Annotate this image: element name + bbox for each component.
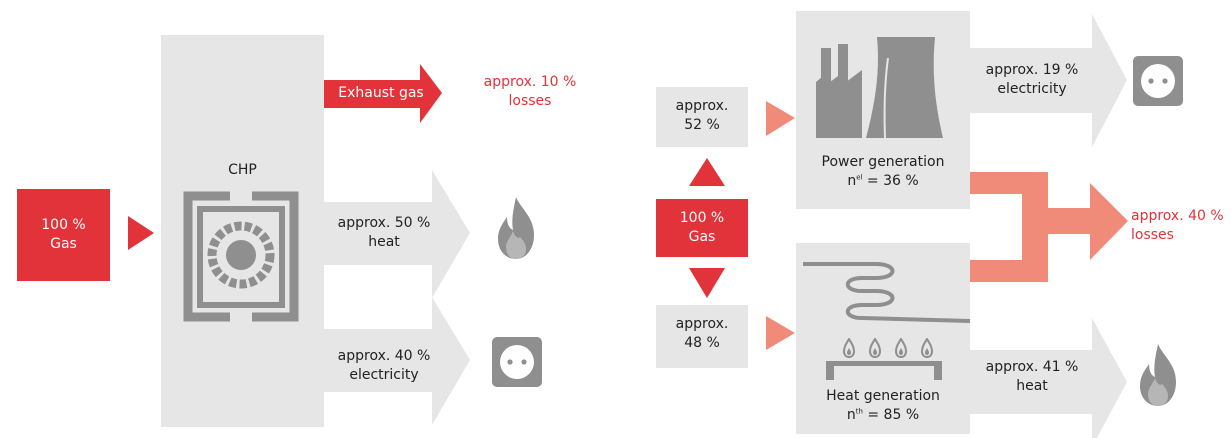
gas-input-right-value: 100 % xyxy=(679,210,725,226)
right-losses-value: approx. 40 % xyxy=(1131,208,1224,224)
socket-icon xyxy=(492,337,542,387)
power-plant-icon xyxy=(816,37,943,139)
left-heat-label: approx. 50 % heat xyxy=(324,214,444,252)
heat-share-box xyxy=(656,305,748,368)
losses-arrow xyxy=(970,172,1128,282)
left-heat-unit: heat xyxy=(368,234,400,250)
gas-input-right-unit: Gas xyxy=(688,229,716,245)
left-heat-value: approx. 50 % xyxy=(337,215,431,231)
heat-share-value: 48 % xyxy=(684,335,720,351)
left-losses-unit: losses xyxy=(508,93,552,109)
heat-generation-title: Heat generation xyxy=(826,388,940,404)
heat-generation-efficiency: nth = 85 % xyxy=(846,407,920,423)
left-losses-label: approx. 10 % losses xyxy=(470,73,590,111)
power-input-arrow xyxy=(766,101,795,136)
heat-generation-label: Heat generation nth = 85 % xyxy=(796,387,970,425)
gas-input-arrow xyxy=(128,216,154,250)
power-share-prefix: approx. xyxy=(675,98,729,114)
right-heat-value: approx. 41 % xyxy=(985,359,1079,375)
flame-icon xyxy=(498,197,534,259)
right-electricity-value: approx. 19 % xyxy=(985,62,1079,78)
power-share-box xyxy=(656,87,748,147)
right-electricity-unit: electricity xyxy=(997,81,1067,97)
heat-exchanger-icon xyxy=(803,262,971,380)
heat-arrow-right xyxy=(970,318,1127,438)
power-share-label: approx. 52 % xyxy=(656,97,748,135)
socket-icon-right xyxy=(1133,56,1183,106)
electricity-arrow-right xyxy=(970,14,1127,147)
down-triangle xyxy=(689,268,725,298)
heat-share-label: approx. 48 % xyxy=(656,315,748,353)
left-electricity-unit: electricity xyxy=(349,367,419,383)
heat-input-arrow xyxy=(766,316,795,350)
right-losses-label: approx. 40 % losses xyxy=(1131,207,1231,245)
flame-icon-right xyxy=(1140,344,1176,406)
electricity-arrow xyxy=(324,297,470,425)
gas-input-label: 100 % Gas xyxy=(17,216,110,254)
exhaust-arrow xyxy=(324,64,442,123)
gas-input-label-right: 100 % Gas xyxy=(656,209,748,247)
power-share-value: 52 % xyxy=(684,117,720,133)
power-generation-label: Power generation nel = 36 % xyxy=(796,153,970,191)
gas-input-unit: Gas xyxy=(50,236,77,252)
heat-arrow xyxy=(324,170,470,298)
right-electricity-label: approx. 19 % electricity xyxy=(972,61,1092,99)
chp-label: CHP xyxy=(228,162,257,178)
chp-engine-icon xyxy=(183,191,299,322)
exhaust-label: Exhaust gas xyxy=(338,85,424,101)
left-losses-value: approx. 10 % xyxy=(483,74,577,90)
gas-input-box-right xyxy=(656,199,748,257)
left-electricity-value: approx. 40 % xyxy=(337,348,431,364)
right-heat-unit: heat xyxy=(1016,378,1048,394)
left-electricity-label: approx. 40 % electricity xyxy=(324,347,444,385)
right-heat-label: approx. 41 % heat xyxy=(972,358,1092,396)
heat-share-prefix: approx. xyxy=(675,316,729,332)
gas-input-box xyxy=(17,189,110,281)
heat-generation-panel xyxy=(796,243,970,434)
gas-input-value: 100 % xyxy=(41,217,86,233)
power-generation-title: Power generation xyxy=(821,154,945,170)
up-triangle xyxy=(689,158,725,186)
power-generation-efficiency: nel = 36 % xyxy=(847,173,919,189)
right-losses-unit: losses xyxy=(1131,227,1174,243)
